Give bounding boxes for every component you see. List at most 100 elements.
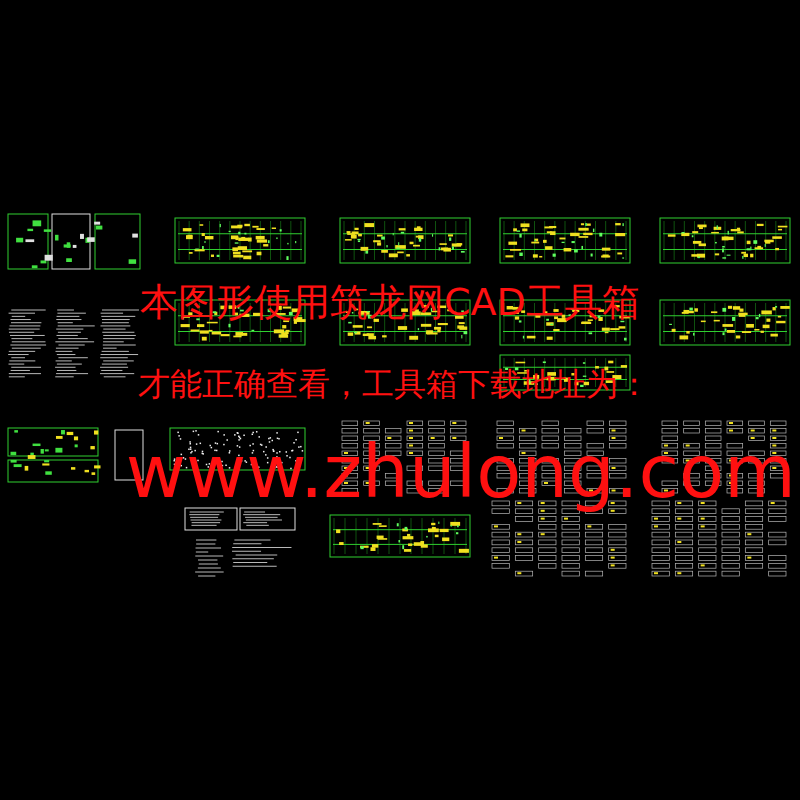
detail-table	[745, 509, 762, 514]
rebar-mark	[775, 248, 779, 250]
dim-mark	[722, 248, 724, 252]
note-line	[103, 360, 134, 361]
note-line	[195, 572, 224, 573]
detail-mark	[132, 234, 138, 238]
rebar-mark	[747, 557, 751, 559]
detail-table	[652, 540, 669, 545]
rebar-mark	[553, 329, 559, 331]
rebar-mark	[517, 541, 521, 543]
detail-table	[609, 563, 626, 568]
grid-line	[663, 315, 787, 316]
note-line	[57, 370, 76, 371]
detail-table	[609, 548, 626, 553]
dim-mark	[599, 233, 602, 237]
rebar-mark	[766, 319, 770, 322]
rebar-mark	[714, 320, 720, 322]
detail-table	[745, 532, 762, 537]
rebar-mark	[361, 247, 369, 251]
rebar-mark	[238, 238, 248, 241]
grid-line	[663, 331, 787, 332]
detail-table	[745, 540, 762, 545]
dim-mark	[381, 237, 385, 240]
rebar-mark	[587, 510, 591, 512]
rebar-mark	[711, 232, 719, 234]
note-line	[199, 564, 218, 565]
detail-mark	[92, 472, 96, 475]
detail-table	[562, 524, 579, 529]
note-line	[56, 348, 79, 349]
rebar-mark	[521, 223, 530, 227]
note-line	[11, 367, 41, 368]
detail-mark	[10, 452, 16, 455]
note-line	[9, 313, 35, 314]
dim-mark	[432, 234, 433, 236]
rebar-mark	[547, 231, 552, 233]
rebar-mark	[699, 227, 703, 229]
note-line	[102, 310, 139, 311]
rebar-mark	[438, 323, 448, 325]
rebar-mark	[243, 256, 251, 260]
dim-mark	[393, 233, 394, 235]
rebar-mark	[543, 240, 547, 243]
rebar-mark	[279, 334, 288, 337]
dim-mark	[722, 308, 726, 312]
rebar-mark	[256, 228, 264, 230]
rebar-mark	[583, 233, 592, 235]
detail-table	[562, 548, 579, 553]
note-line	[245, 517, 278, 518]
detail-table	[675, 563, 692, 568]
dim-mark	[357, 239, 360, 240]
rebar-mark	[435, 535, 439, 537]
detail-mark	[28, 455, 36, 459]
dim-mark	[535, 240, 536, 241]
detail-table	[364, 429, 380, 434]
detail-table	[585, 548, 602, 553]
dim-mark	[692, 235, 694, 237]
rebar-mark	[741, 252, 746, 254]
note-line	[246, 520, 282, 521]
dim-mark	[589, 332, 593, 334]
note-line	[192, 522, 220, 523]
rebar-mark	[426, 332, 430, 334]
note-line	[191, 520, 222, 521]
note-line	[9, 351, 35, 352]
rebar-mark	[527, 336, 536, 339]
rebar-mark	[697, 254, 705, 258]
detail-table	[652, 524, 669, 529]
detail-mark	[94, 430, 98, 434]
rebar-mark	[578, 236, 588, 238]
rebar-mark	[677, 572, 681, 574]
rebar-mark	[692, 231, 698, 233]
note-line	[9, 329, 40, 330]
dim-mark	[583, 362, 585, 364]
grid-line	[445, 221, 446, 260]
detail-table	[769, 509, 786, 514]
detail-table	[652, 548, 669, 553]
rebar-mark	[379, 525, 387, 527]
dim-mark	[689, 308, 692, 311]
rebar-mark	[459, 549, 469, 553]
detail-table	[520, 429, 537, 434]
detail-table	[769, 563, 786, 568]
dim-mark	[251, 330, 254, 331]
rebar-mark	[654, 525, 658, 527]
rebar-mark	[409, 422, 413, 424]
detail-mark	[33, 220, 42, 226]
rebar-mark	[381, 250, 388, 253]
dim-mark	[464, 331, 468, 334]
detail-table	[342, 421, 358, 426]
rebar-mark	[191, 330, 200, 332]
rebar-mark	[352, 231, 359, 234]
rebar-mark	[570, 233, 579, 236]
sheet-frame	[175, 218, 305, 263]
detail-table	[675, 524, 692, 529]
grid-line	[714, 303, 715, 342]
rebar-mark	[611, 564, 615, 566]
detail-table	[542, 429, 559, 434]
sheet-frame	[330, 515, 470, 557]
dim-mark	[593, 229, 594, 232]
rebar-mark	[615, 233, 625, 236]
detail-mark	[16, 238, 23, 243]
note-line	[190, 512, 224, 513]
rebar-mark	[722, 237, 729, 241]
